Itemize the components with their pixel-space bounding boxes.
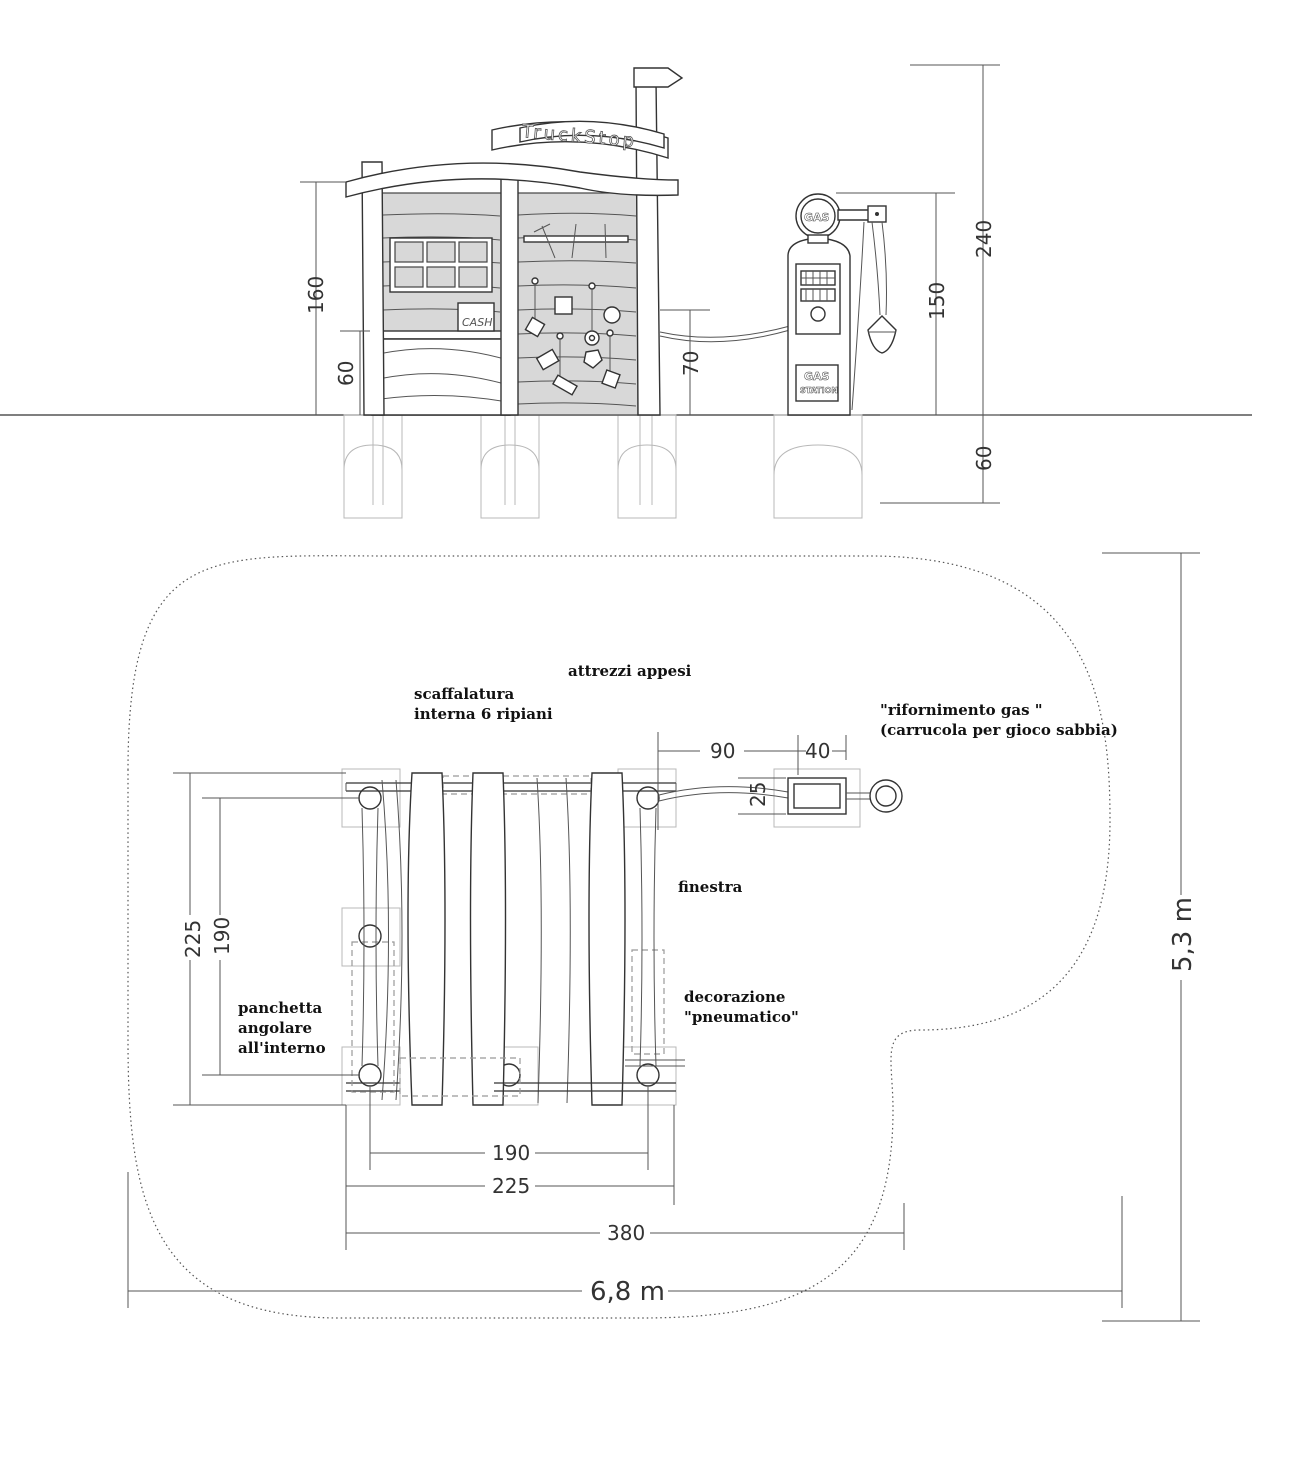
plan-gas-pump (658, 777, 903, 815)
dim-190-horizontal: 190 (492, 1141, 530, 1165)
dim-40: 40 (805, 739, 830, 763)
dim-60-foundation: 60 (972, 446, 996, 471)
dim-160: 160 (304, 276, 328, 314)
dim-240: 240 (972, 220, 996, 258)
label-panchetta-line3: all'interno (238, 1039, 326, 1057)
plan-roof-planks (345, 772, 685, 1106)
dim-90: 90 (710, 739, 735, 763)
gas-pump-bottom-label-1: GAS (804, 370, 830, 383)
label-decorazione-line1: decorazione (684, 988, 785, 1006)
elevation-dimensions: 240 150 60 160 60 70 (300, 64, 1000, 504)
cash-box (457, 302, 495, 332)
label-decorazione-line2: "pneumatico" (684, 1008, 799, 1026)
gas-pump: GAS GAS STATION (787, 193, 897, 416)
dim-150: 150 (925, 282, 949, 320)
dim-70: 70 (679, 351, 703, 376)
cash-label: CASH (462, 316, 492, 329)
hut-posts (361, 67, 710, 416)
label-scaffalatura-line2: interna 6 ripiani (414, 705, 553, 723)
gas-hose (659, 325, 791, 338)
dim-total-width: 6,8 m (590, 1277, 665, 1307)
gas-pump-top-label: GAS (804, 211, 830, 224)
dim-60-bench: 60 (334, 361, 358, 386)
label-scaffalatura-line1: scaffalatura (414, 685, 514, 703)
dim-380: 380 (607, 1221, 645, 1245)
label-attrezzi-appesi: attrezzi appesi (568, 662, 692, 680)
dim-225-vertical: 225 (181, 920, 205, 958)
dim-190-vertical: 190 (210, 917, 234, 955)
label-rifornimento-line1: "rifornimento gas " (880, 701, 1043, 719)
label-panchetta-line1: panchetta (238, 999, 323, 1017)
label-rifornimento-line2: (carrucola per gioco sabbia) (880, 721, 1118, 739)
plan-view: attrezzi appesi scaffalatura interna 6 r… (127, 552, 1200, 1322)
foundations (343, 414, 863, 519)
elevation-view: CASH (0, 64, 1252, 519)
dim-225-horizontal: 225 (492, 1174, 530, 1198)
gas-pump-bottom-label-2: STATION (800, 386, 838, 395)
hut-roof (345, 162, 679, 198)
plan-labels: attrezzi appesi scaffalatura interna 6 r… (238, 662, 1118, 1057)
dim-25: 25 (746, 782, 770, 807)
label-finestra: finestra (678, 878, 743, 896)
dim-total-depth: 5,3 m (1168, 897, 1198, 972)
plan-dimensions: 90 40 25 225 190 190 (127, 552, 1200, 1322)
label-panchetta-line2: angolare (238, 1019, 312, 1037)
